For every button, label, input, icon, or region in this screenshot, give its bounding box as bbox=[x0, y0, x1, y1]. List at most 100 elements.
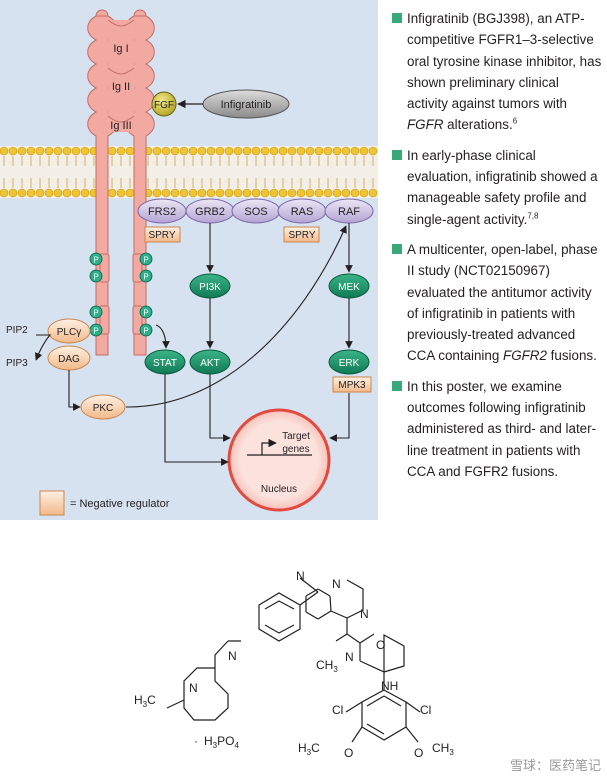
svg-text:ERK: ERK bbox=[339, 358, 360, 369]
fgfr-receptor bbox=[87, 9, 155, 356]
svg-text:O: O bbox=[414, 746, 423, 760]
svg-text:GRB2: GRB2 bbox=[195, 206, 225, 218]
svg-text:H3C: H3C bbox=[298, 741, 320, 757]
stat-node: STAT bbox=[144, 349, 186, 375]
pi3k-node: PI3K bbox=[189, 273, 231, 299]
legend-swatch bbox=[39, 490, 65, 516]
pip2-label: PIP2 bbox=[6, 325, 28, 336]
bullet-text: FGFR bbox=[407, 117, 444, 133]
svg-text:·H3PO4: ·H3PO4 bbox=[194, 734, 239, 750]
bullet-square-icon bbox=[392, 149, 402, 160]
svg-text:N: N bbox=[345, 650, 354, 664]
pip3-label: PIP3 bbox=[6, 358, 28, 369]
nucleus bbox=[227, 408, 331, 512]
svg-text:Cl: Cl bbox=[420, 703, 431, 717]
phospho-site-icon: P bbox=[89, 305, 103, 319]
bullet-item: In early-phase clinical evaluation, infi… bbox=[392, 145, 602, 230]
svg-text:SPRY: SPRY bbox=[148, 230, 175, 241]
bullet-list: Infigratinib (BGJ398), an ATP-competitiv… bbox=[392, 8, 602, 491]
mpk3-regulator: MPK3 bbox=[332, 376, 372, 393]
infigratinib-label: Infigratinib bbox=[221, 99, 272, 111]
svg-text:N: N bbox=[189, 681, 198, 695]
chemical-structure bbox=[166, 577, 421, 743]
bullet-item: Infigratinib (BGJ398), an ATP-competitiv… bbox=[392, 8, 602, 136]
bullet-text: alterations. bbox=[443, 117, 513, 133]
svg-text:FRS2: FRS2 bbox=[148, 206, 176, 218]
spry-regulator-1: SPRY bbox=[144, 226, 181, 243]
svg-text:O: O bbox=[344, 746, 353, 760]
bullet-text: In early-phase clinical evaluation, infi… bbox=[407, 147, 598, 227]
bullet-square-icon bbox=[392, 243, 402, 254]
erk-node: ERK bbox=[328, 349, 370, 375]
bullet-item: In this poster, we examine outcomes foll… bbox=[392, 376, 602, 482]
grb2-node: GRB2 bbox=[185, 198, 235, 224]
phospho-site-icon: P bbox=[89, 323, 103, 337]
fgf-label: FGF bbox=[154, 100, 174, 111]
bullet-text: Infigratinib (BGJ398), an ATP-competitiv… bbox=[407, 11, 602, 112]
phospho-site-icon: P bbox=[139, 305, 153, 319]
bullet-text: A multicenter, open-label, phase II stud… bbox=[407, 241, 598, 364]
gene-promoter-mark bbox=[247, 443, 312, 456]
svg-text:P: P bbox=[143, 256, 148, 265]
svg-text:CH3: CH3 bbox=[432, 741, 454, 757]
svg-text:CH3: CH3 bbox=[316, 658, 338, 674]
mek-node: MEK bbox=[328, 273, 370, 299]
phospho-site-icon: P bbox=[89, 252, 103, 266]
bullet-square-icon bbox=[392, 380, 402, 391]
svg-text:STAT: STAT bbox=[153, 358, 177, 369]
ig1-label: Ig I bbox=[113, 43, 128, 55]
bullet-text: 6 bbox=[512, 117, 518, 127]
bullet-item: A multicenter, open-label, phase II stud… bbox=[392, 239, 602, 367]
svg-text:PLCγ: PLCγ bbox=[57, 327, 81, 338]
svg-text:MEK: MEK bbox=[338, 282, 360, 293]
pathway-arrows bbox=[34, 223, 353, 466]
svg-text:PI3K: PI3K bbox=[199, 282, 221, 293]
bullet-text: FGFR2 bbox=[503, 348, 547, 364]
dag-node: DAG bbox=[47, 345, 91, 371]
watermark: 雪球：医药笔记 bbox=[509, 758, 601, 773]
phospho-site-icon: P bbox=[89, 269, 103, 283]
spry-regulator-2: SPRY bbox=[283, 226, 320, 243]
structure-atoms: N N N N O NH Cl Cl N N O O CH3 H3C H3C C… bbox=[134, 569, 454, 760]
svg-text:N: N bbox=[228, 649, 237, 663]
sos-node: SOS bbox=[231, 198, 281, 224]
svg-text:H3C: H3C bbox=[134, 693, 156, 709]
svg-text:N: N bbox=[332, 577, 341, 591]
svg-text:P: P bbox=[143, 327, 148, 336]
svg-text:DAG: DAG bbox=[58, 354, 80, 365]
svg-text:O: O bbox=[376, 638, 385, 652]
svg-text:MPK3: MPK3 bbox=[338, 380, 366, 391]
target-genes-label-1: Target bbox=[282, 431, 310, 442]
target-genes-label-2: genes bbox=[282, 444, 309, 455]
nucleus-label: Nucleus bbox=[261, 484, 297, 495]
svg-text:NH: NH bbox=[381, 679, 398, 693]
svg-text:SPRY: SPRY bbox=[288, 230, 315, 241]
svg-text:AKT: AKT bbox=[200, 358, 219, 369]
svg-text:N: N bbox=[360, 607, 369, 621]
svg-text:RAS: RAS bbox=[291, 206, 314, 218]
svg-text:P: P bbox=[143, 273, 148, 282]
svg-text:P: P bbox=[143, 309, 148, 318]
ras-node: RAS bbox=[277, 198, 327, 224]
frs2-node: FRS2 bbox=[137, 198, 187, 224]
pkc-node: PKC bbox=[80, 394, 126, 420]
bullet-text: fusions. bbox=[546, 348, 597, 364]
raf-node: RAF bbox=[324, 198, 374, 224]
phospho-site-icon: P bbox=[139, 252, 153, 266]
svg-text:PKC: PKC bbox=[93, 403, 114, 414]
svg-text:SOS: SOS bbox=[244, 206, 267, 218]
bullet-text: In this poster, we examine outcomes foll… bbox=[407, 378, 597, 479]
plcg-node: PLCγ bbox=[47, 318, 91, 344]
legend-label: = Negative regulator bbox=[70, 498, 170, 510]
svg-text:P: P bbox=[93, 309, 98, 318]
fgf-ligand bbox=[151, 91, 177, 117]
ig2-label: Ig II bbox=[112, 81, 130, 93]
svg-text:N: N bbox=[296, 569, 305, 583]
svg-text:RAF: RAF bbox=[338, 206, 360, 218]
phospho-site-icon: P bbox=[139, 269, 153, 283]
bullet-square-icon bbox=[392, 13, 402, 23]
svg-text:P: P bbox=[93, 273, 98, 282]
phospho-site-icon: P bbox=[139, 323, 153, 337]
svg-text:P: P bbox=[93, 327, 98, 336]
